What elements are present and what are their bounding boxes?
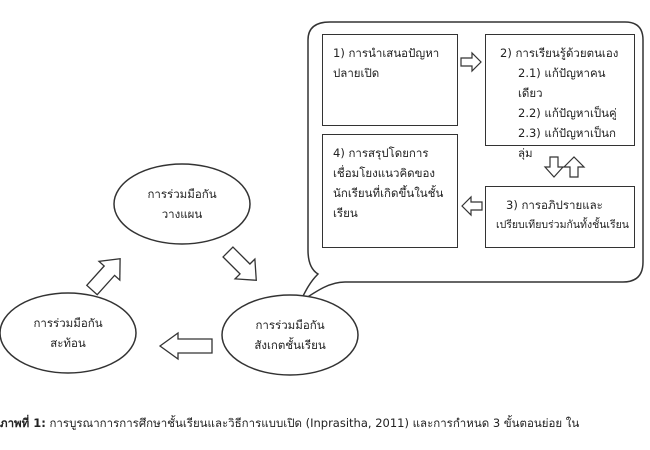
arrow-down-step2-step3 (543, 156, 565, 178)
figure-caption: ภาพที่ 1: การบูรณาการการศึกษาชั้นเรียนแล… (0, 414, 650, 432)
step4-line-2: เชื่อมโยงแนวคิดของ (333, 166, 436, 180)
arrow-upright-cycle (85, 258, 121, 296)
ellipse-reflect (0, 292, 137, 374)
arrow-downright-cycle (222, 246, 257, 281)
step3-line-1: 3) การอภิปรายและ (506, 198, 603, 212)
step4-line-4: เรียน (333, 206, 358, 220)
step4-box: 4) การสรุปโดยการ เชื่อมโยงแนวคิดของ นักเ… (322, 134, 458, 248)
step2-line-3: 2.2) แก้ปัญหาเป็นคู่ (518, 106, 617, 120)
cycle-observe-line-1: การร่วมมือกัน (255, 318, 325, 332)
step1-line-2: ปลายเปิด (333, 66, 380, 80)
caption-text: การบูรณาการการศึกษาชั้นเรียนและวิธีการแบ… (49, 416, 580, 430)
step1-box: 1) การนำเสนอปัญหา ปลายเปิด (322, 34, 458, 126)
step2-line-2: 2.1) แก้ปัญหาคนเดียว (518, 66, 606, 100)
cycle-reflect-line-2: สะท้อน (50, 336, 86, 350)
cycle-reflect-label: การร่วมมือกัน สะท้อน (6, 313, 130, 353)
cycle-observe-label: การร่วมมือกัน สังเกตชั้นเรียน (226, 315, 354, 355)
step4-line-1: 4) การสรุปโดยการ (333, 146, 429, 160)
step2-line-4: 2.3) แก้ปัญหาเป็นกลุ่ม (518, 126, 616, 160)
arrow-left-step3-step4 (461, 195, 483, 217)
arrow-up-step3-step2 (562, 156, 586, 178)
arrow-left-cycle (158, 331, 213, 361)
caption-label: ภาพที่ 1: (0, 416, 46, 430)
step1-line-1: 1) การนำเสนอปัญหา (333, 46, 440, 60)
ellipse-plan (113, 163, 251, 245)
step2-line-1: 2) การเรียนรู้ด้วยตนเอง (500, 46, 619, 60)
ellipse-observe (221, 294, 359, 376)
cycle-plan-label: การร่วมมือกัน วางแผน (118, 184, 246, 224)
cycle-reflect-line-1: การร่วมมือกัน (33, 316, 103, 330)
arrow-right-step1-step2 (460, 51, 482, 73)
step4-line-3: นักเรียนที่เกิดขึ้นในชั้น (333, 186, 444, 200)
step2-box: 2) การเรียนรู้ด้วยตนเอง 2.1) แก้ปัญหาคนเ… (485, 34, 635, 160)
cycle-plan-line-1: การร่วมมือกัน (147, 187, 217, 201)
step3-line-2: เปรียบเทียบร่วมกันทั้งชั้นเรียน (496, 219, 629, 231)
step3-box: 3) การอภิปรายและ เปรียบเทียบร่วมกันทั้งช… (485, 186, 635, 248)
cycle-observe-line-2: สังเกตชั้นเรียน (254, 338, 326, 352)
cycle-plan-line-2: วางแผน (161, 207, 203, 221)
